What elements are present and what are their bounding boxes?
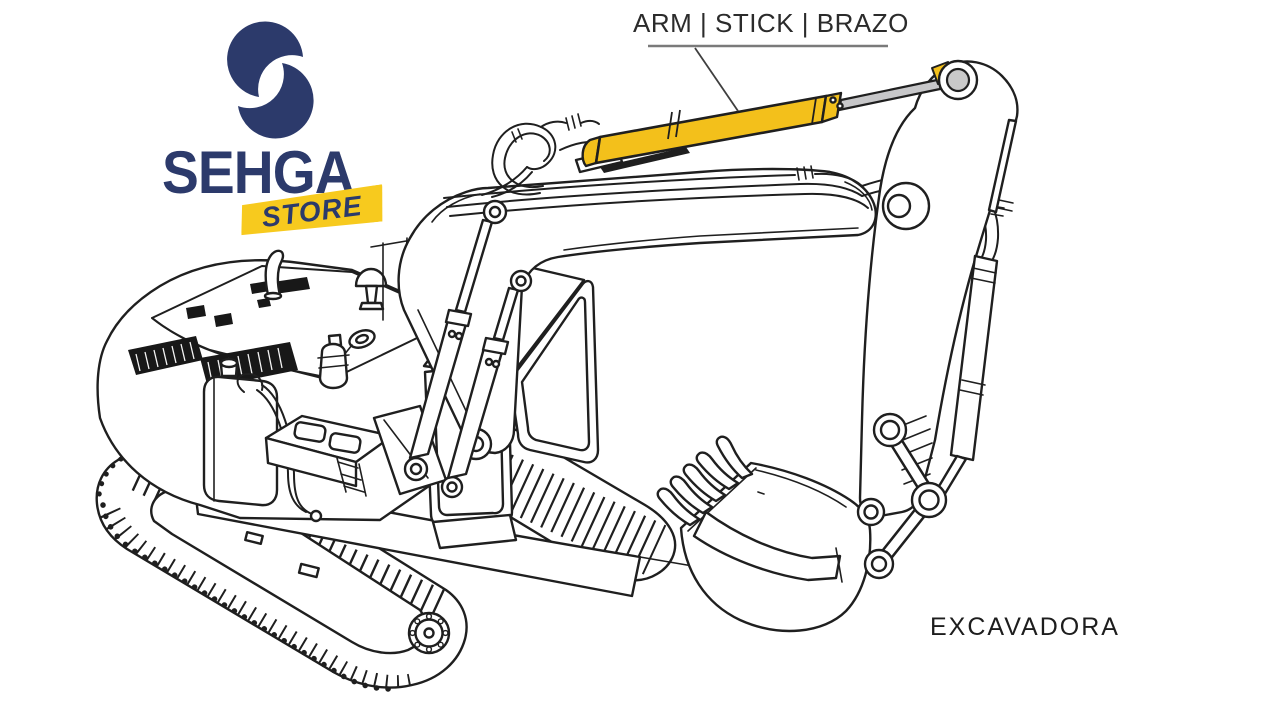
deck-toolbox [264, 414, 394, 488]
deck-hose [236, 373, 323, 523]
caption-text: EXCAVADORA [930, 613, 1120, 641]
hydraulic-swivel [317, 329, 376, 390]
exhaust-pipe [264, 249, 285, 297]
leader-line [694, 47, 739, 112]
cylinder-barrel [594, 94, 828, 165]
boom-cylinders [372, 199, 533, 499]
bucket-linkage [856, 412, 948, 580]
mushroom-vent [354, 267, 388, 311]
fuel-tank [202, 357, 279, 507]
arm-cylinder-highlight [574, 59, 979, 174]
step-ladder [336, 457, 367, 497]
s-swirl-icon [227, 21, 314, 139]
boom-nose-pivot [881, 181, 931, 231]
part-callout-label: ARM | STICK | BRAZO [633, 8, 909, 38]
machine-body [96, 237, 454, 523]
near-track [95, 442, 468, 692]
bucket [656, 434, 872, 633]
arm-stick [858, 60, 1019, 518]
sprocket-bolts [409, 613, 449, 653]
hood-vents [186, 277, 310, 327]
